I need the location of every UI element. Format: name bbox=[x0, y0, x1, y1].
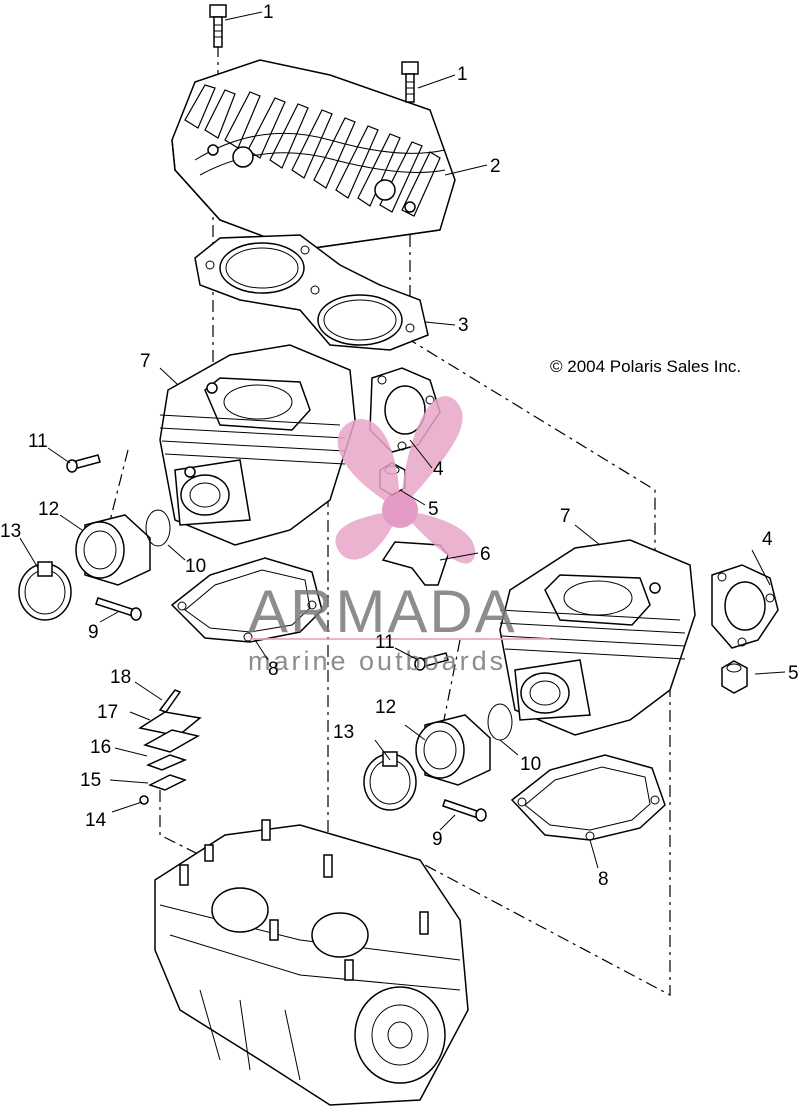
callout-12-right: 12 bbox=[375, 697, 396, 718]
head-gasket bbox=[194, 234, 429, 351]
callout-15: 15 bbox=[80, 770, 101, 791]
callout-10-right: 10 bbox=[520, 754, 541, 775]
o-ring-right bbox=[487, 703, 513, 741]
exhaust-gasket-right bbox=[711, 564, 779, 649]
o-ring-left bbox=[145, 509, 171, 547]
screw-11-left bbox=[66, 454, 101, 473]
callout-8-right: 8 bbox=[598, 869, 609, 890]
callout-7-right: 7 bbox=[560, 506, 571, 527]
callout-leaders bbox=[19, 11, 786, 869]
head-bolt-right bbox=[401, 61, 419, 103]
callout-11-right: 11 bbox=[375, 632, 395, 653]
watermark: ARMADA marine outboards bbox=[248, 396, 550, 676]
callout-13-left: 13 bbox=[0, 521, 21, 542]
callout-12-left: 12 bbox=[38, 499, 59, 520]
callout-18: 18 bbox=[110, 667, 131, 688]
cylinder-head bbox=[171, 59, 456, 251]
propeller-logo bbox=[335, 396, 476, 564]
crankcase bbox=[154, 819, 469, 1106]
watermark-underline bbox=[250, 638, 550, 640]
callout-10-left: 10 bbox=[185, 556, 206, 577]
reed-valve-assembly bbox=[138, 689, 202, 805]
callout-8-left: 8 bbox=[268, 659, 279, 680]
watermark-title: ARMADA bbox=[248, 578, 517, 645]
callout-4-right: 4 bbox=[762, 529, 773, 550]
clamp-left bbox=[18, 561, 72, 621]
head-bolt-left bbox=[209, 4, 227, 48]
intake-boot-right bbox=[415, 714, 491, 786]
clamp-right bbox=[363, 751, 417, 811]
callout-1-right: 1 bbox=[457, 64, 468, 85]
callout-4-left: 4 bbox=[433, 459, 444, 480]
base-gasket-left bbox=[170, 557, 323, 643]
copyright-notice: © 2004 Polaris Sales Inc. bbox=[550, 357, 741, 376]
callout-9-right: 9 bbox=[432, 829, 443, 850]
intake-boot-left bbox=[75, 514, 151, 586]
watermark-subtitle: marine outboards bbox=[248, 646, 506, 676]
screw-9-right bbox=[442, 799, 487, 822]
callout-5-left: 5 bbox=[428, 499, 439, 520]
cylinder-right bbox=[499, 539, 696, 736]
callout-16: 16 bbox=[90, 737, 111, 758]
callout-11-left: 11 bbox=[28, 431, 48, 452]
screw-11-right bbox=[414, 652, 449, 671]
callout-5-right: 5 bbox=[788, 663, 799, 684]
callout-1-top: 1 bbox=[263, 2, 274, 23]
callout-6: 6 bbox=[480, 544, 491, 565]
callout-3: 3 bbox=[458, 315, 469, 336]
callout-17: 17 bbox=[97, 702, 118, 723]
callout-13-right: 13 bbox=[333, 722, 354, 743]
callout-7-left: 7 bbox=[140, 351, 151, 372]
screw-9-left bbox=[95, 597, 142, 621]
bracket-plate bbox=[381, 541, 449, 586]
callout-14: 14 bbox=[85, 810, 107, 831]
cylinder-left bbox=[159, 344, 356, 546]
callout-9-left: 9 bbox=[88, 622, 99, 643]
base-gasket-right bbox=[510, 754, 666, 841]
callout-labels: 1 1 2 3 4 5 6 7 7 4 5 11 12 13 10 9 8 11… bbox=[0, 2, 799, 890]
callout-2: 2 bbox=[490, 156, 501, 177]
nut-right bbox=[721, 660, 748, 694]
